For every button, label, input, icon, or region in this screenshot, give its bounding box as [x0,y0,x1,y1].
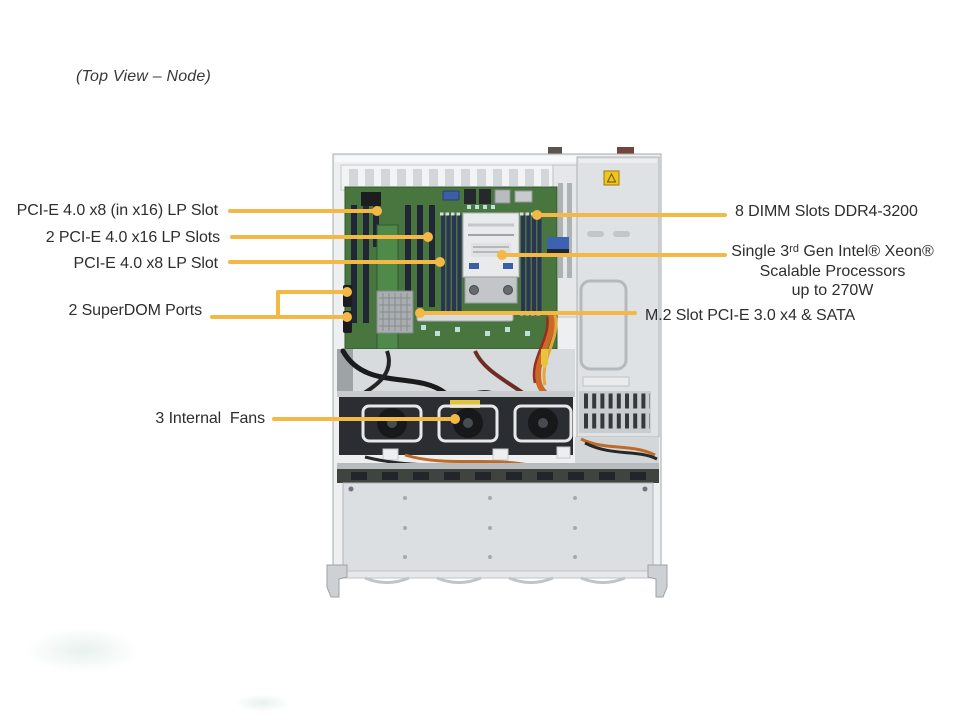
callout-label-pcie-x16: 2 PCI-E 4.0 x16 LP Slots [45,229,220,246]
server-top-view-illustration [326,147,668,598]
callout-label-superdom: 2 SuperDOM Ports [68,302,202,319]
bmc-chip [361,192,381,206]
callout-dot-m2 [415,308,425,318]
callout-dot-superdom-upper [342,287,352,297]
cable-arrow-sticker [541,349,548,363]
psu-label [582,376,630,387]
callout-line-fans [272,417,455,421]
fan-row [337,391,575,471]
callout-dot-pcie-x8 [435,257,445,267]
watermark-smudge [25,628,140,673]
callout-dot-pcie-x8-in-x16 [372,206,382,216]
fan-brackets [361,404,573,443]
callout-label-cpu: Single 3ʳᵈ Gen Intel® Xeon® Scalable Pro… [730,242,935,301]
power-supply-bay [576,156,660,438]
watermark-smudge-small [235,694,290,712]
callout-line-pcie-x16 [230,235,428,239]
chipset-heatsink [376,290,414,334]
callout-label-cpu-line2: Scalable Processors [759,262,906,280]
front-panel [342,482,654,572]
callout-line-m2 [420,311,637,315]
dimm-slots-right [521,215,542,313]
psu-warning-sticker [603,170,620,186]
fan-sticker [450,400,480,408]
expansion-slot-covers [340,164,556,191]
chassis-front-edge [326,564,668,598]
psu-handle-recess [579,279,628,371]
callout-line-superdom-riser [276,290,280,319]
callout-label-pcie-x8-in-x16: PCI-E 4.0 x8 (in x16) LP Slot [16,202,218,219]
board-components [421,205,530,336]
backplane [337,463,659,483]
callout-label-cpu-line1: Single 3ʳᵈ Gen Intel® Xeon® [731,243,934,260]
figure-title: (Top View – Node) [76,68,212,85]
callout-label-pcie-x8: PCI-E 4.0 x8 LP Slot [73,255,219,272]
callout-label-cpu-line3: up to 270W [791,282,874,299]
fans [377,408,558,438]
pcie-slots [351,203,435,323]
cpu-heatsink [462,212,520,304]
psu-vent-grille [579,391,651,433]
callout-line-cpu [502,253,727,257]
rear-io-ports [442,189,533,204]
callout-line-dimm [537,213,727,217]
callout-dot-cpu [497,250,507,260]
callout-dot-fans [450,414,460,424]
callout-dot-dimm [532,210,542,220]
callout-dot-superdom-lower [342,312,352,322]
callout-label-m2: M.2 Slot PCI-E 3.0 x4 & SATA [645,307,856,324]
callout-label-fans: 3 Internal Fans [155,410,265,427]
callout-line-pcie-x8-in-x16 [228,209,377,213]
callout-label-dimm: 8 DIMM Slots DDR4-3200 [735,203,918,220]
callout-dot-pcie-x16 [423,232,433,242]
callout-line-pcie-x8 [228,260,440,264]
mounting-ears [326,564,668,598]
motherboard [343,186,569,350]
fan-connectors [382,446,571,461]
callout-line-superdom-upper [276,290,347,294]
